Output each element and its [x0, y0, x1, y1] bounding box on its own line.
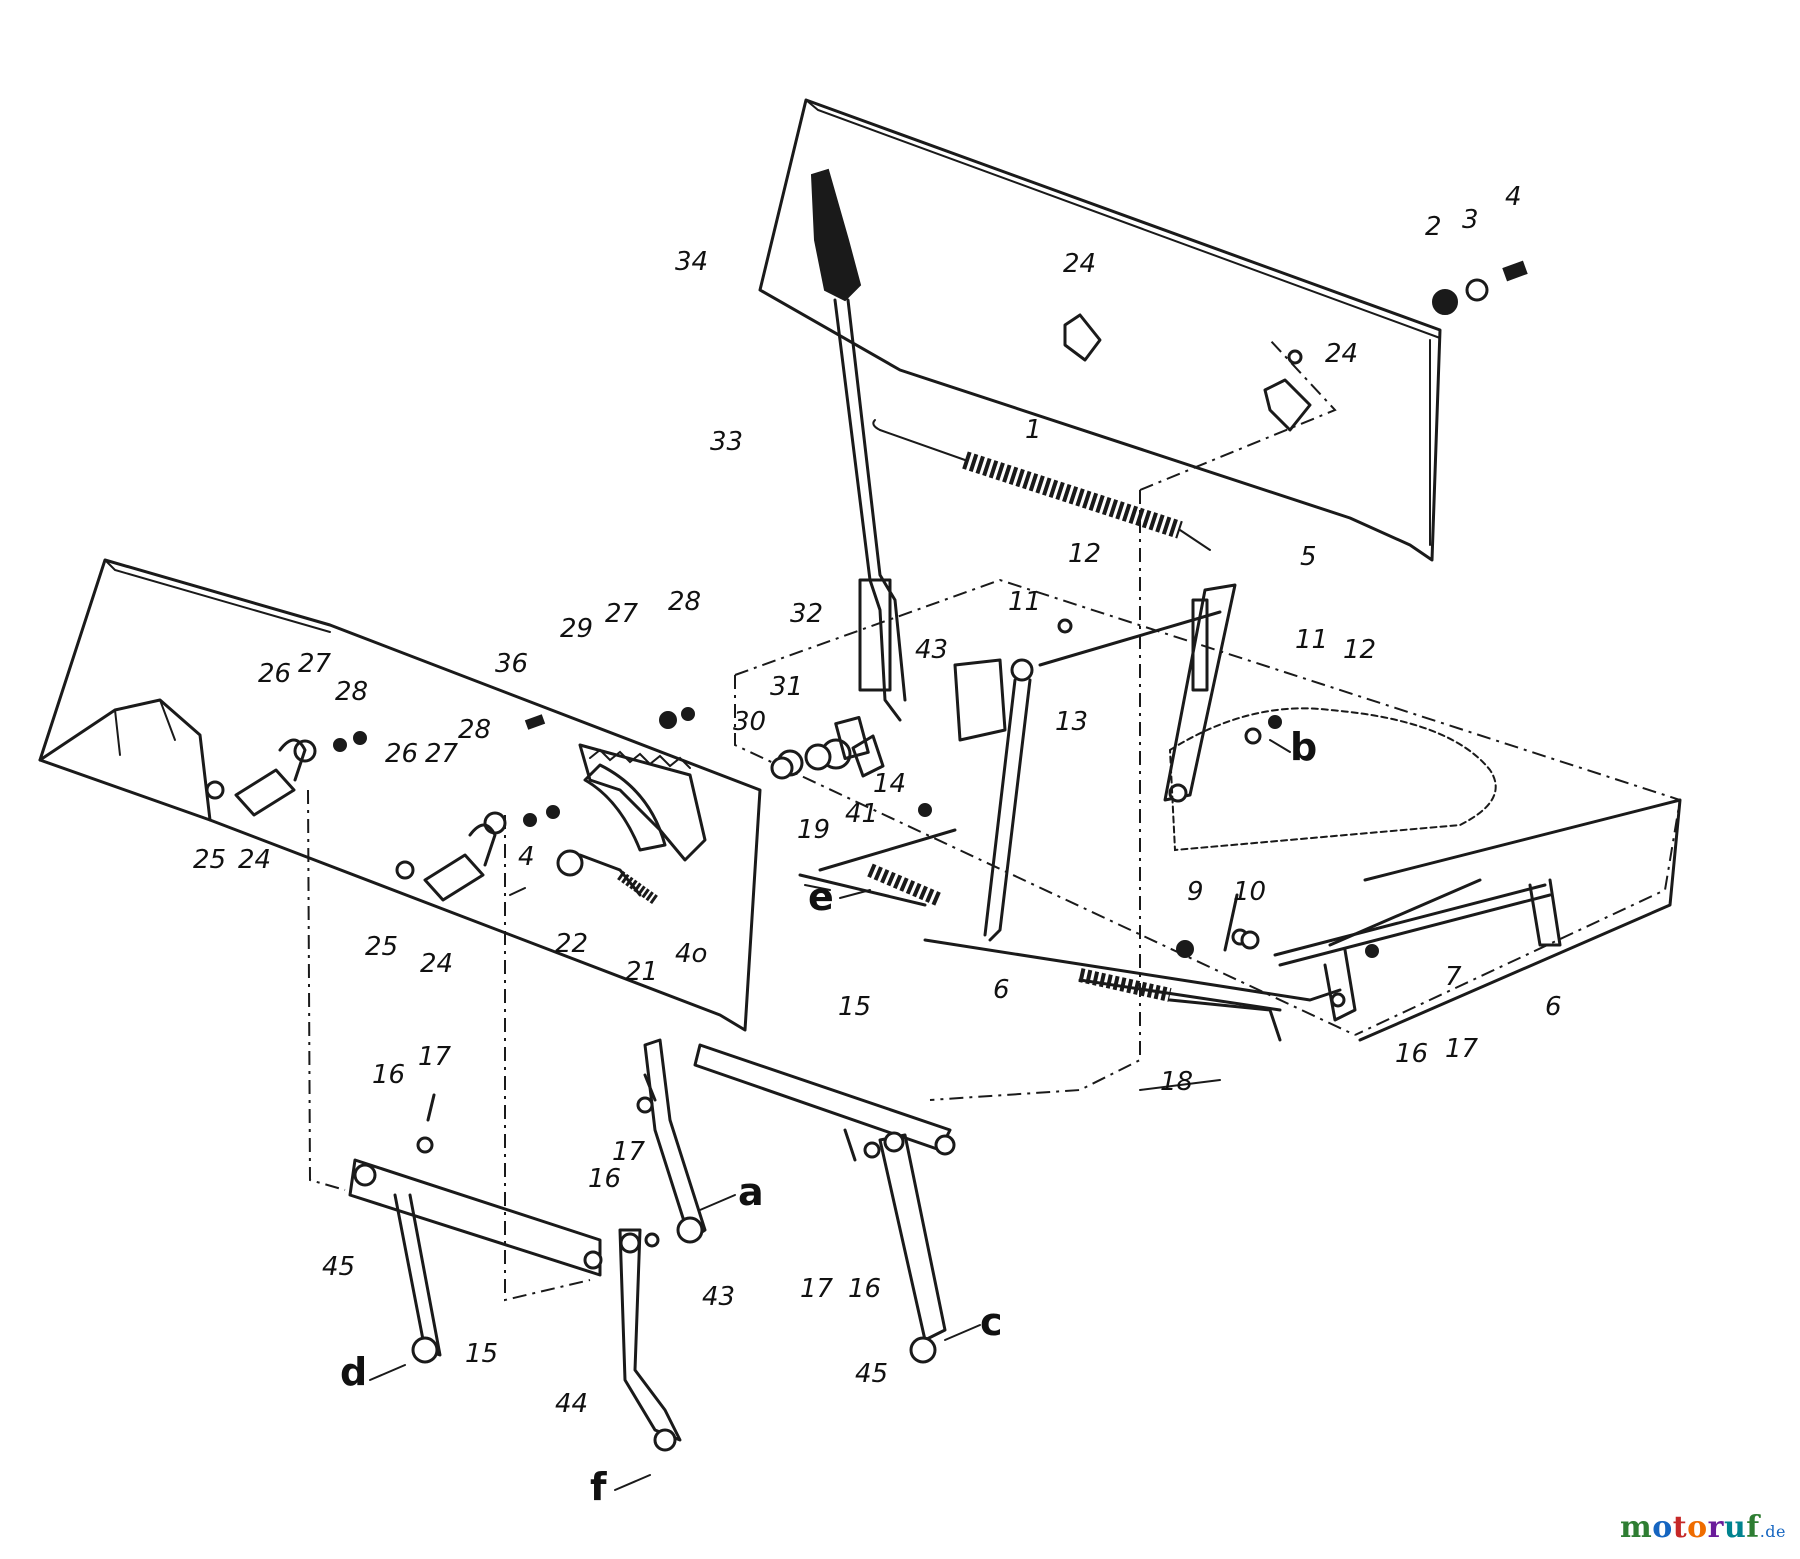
label-41: 41: [845, 799, 878, 829]
label-26-left: 26: [258, 659, 291, 689]
label-17: 17: [418, 1042, 452, 1072]
label-28-left: 28: [335, 677, 368, 707]
label-17-low: 17: [800, 1274, 834, 1304]
label-4-front: 4: [518, 842, 535, 872]
label-d: d: [340, 1350, 367, 1394]
rear-panel: [758, 98, 1442, 562]
label-43-top: 43: [915, 635, 948, 665]
fasteners: [205, 260, 1528, 1162]
front-panel: [38, 558, 762, 1032]
label-5: 5: [1300, 542, 1317, 572]
label-16-mid: 16: [588, 1164, 621, 1194]
label-f: f: [590, 1465, 607, 1509]
label-17-mid: 17: [612, 1137, 646, 1167]
label-17-right: 17: [1445, 1034, 1479, 1064]
label-40: 4o: [675, 939, 707, 969]
label-21: 21: [625, 957, 658, 987]
label-16: 16: [372, 1060, 405, 1090]
label-43-bottom: 43: [702, 1282, 735, 1312]
label-24-top: 24: [1063, 249, 1096, 279]
label-36: 36: [495, 649, 528, 679]
label-7: 7: [1445, 962, 1462, 992]
watermark-letter: u: [1723, 1510, 1747, 1545]
label-c: c: [980, 1300, 1003, 1344]
watermark-letter: o: [1687, 1510, 1708, 1545]
label-34: 34: [675, 247, 708, 277]
label-31: 31: [770, 672, 803, 702]
label-30: 30: [733, 707, 766, 737]
operating-lever: [810, 168, 907, 722]
label-28-top: 28: [668, 587, 701, 617]
label-a: a: [738, 1170, 764, 1214]
label-45-left: 45: [322, 1252, 355, 1282]
watermark-letter: o: [1652, 1510, 1673, 1545]
label-14: 14: [873, 769, 906, 799]
watermark-letter: t: [1672, 1510, 1688, 1545]
label-6: 6: [993, 975, 1010, 1005]
label-1: 1: [1025, 415, 1042, 445]
label-3: 3: [1462, 205, 1479, 235]
label-19: 19: [797, 815, 830, 845]
label-b: b: [1290, 725, 1317, 769]
label-25-left: 25: [193, 845, 226, 875]
label-16-right: 16: [1395, 1039, 1428, 1069]
label-24-front: 24: [420, 949, 453, 979]
label-45-right: 45: [855, 1359, 888, 1389]
watermark-letter: r: [1707, 1510, 1724, 1545]
label-27-top: 27: [605, 599, 639, 629]
label-16-low: 16: [848, 1274, 881, 1304]
label-27-left: 27: [298, 649, 332, 679]
label-44: 44: [555, 1389, 588, 1419]
label-13: 13: [1055, 707, 1088, 737]
label-12-right: 12: [1343, 635, 1376, 665]
right-shaft-assembly: [1273, 878, 1562, 1022]
frame-outline: [307, 339, 1682, 1302]
label-29: 29: [560, 614, 593, 644]
label-26-front: 26: [385, 739, 418, 769]
label-15-top: 15: [838, 992, 871, 1022]
label-24-right: 24: [1325, 339, 1358, 369]
label-2: 2: [1425, 212, 1442, 242]
center-linkage: [776, 610, 1342, 1042]
label-33: 33: [710, 427, 743, 457]
watermark-logo: motoruf.de: [1620, 1510, 1786, 1545]
watermark-letter: m: [1620, 1510, 1653, 1545]
leader-lines: [369, 739, 1291, 1491]
label-32: 32: [790, 599, 823, 629]
label-25-front: 25: [365, 932, 398, 962]
label-4: 4: [1505, 182, 1522, 212]
watermark-letter: f: [1746, 1510, 1760, 1545]
sector-29: [578, 743, 707, 862]
label-28-front: 28: [458, 715, 491, 745]
label-6-right: 6: [1545, 992, 1562, 1022]
label-15-bottom: 15: [465, 1339, 498, 1369]
lower-links: [348, 1038, 1221, 1452]
label-e: e: [808, 875, 834, 919]
spring-1: [872, 419, 1211, 551]
label-10: 10: [1233, 877, 1266, 907]
label-12: 12: [1068, 539, 1101, 569]
lever-5: [1163, 583, 1237, 803]
part-labels: 1 2 3 4 4 5 6 6 7 9 10 11 11 12 12 13 14…: [193, 182, 1562, 1509]
label-11: 11: [1008, 587, 1041, 617]
label-27-front: 27: [425, 739, 459, 769]
label-24-left: 24: [238, 845, 271, 875]
label-11-right: 11: [1295, 625, 1328, 655]
label-22: 22: [555, 929, 588, 959]
label-18: 18: [1160, 1067, 1193, 1097]
label-9: 9: [1187, 877, 1204, 907]
